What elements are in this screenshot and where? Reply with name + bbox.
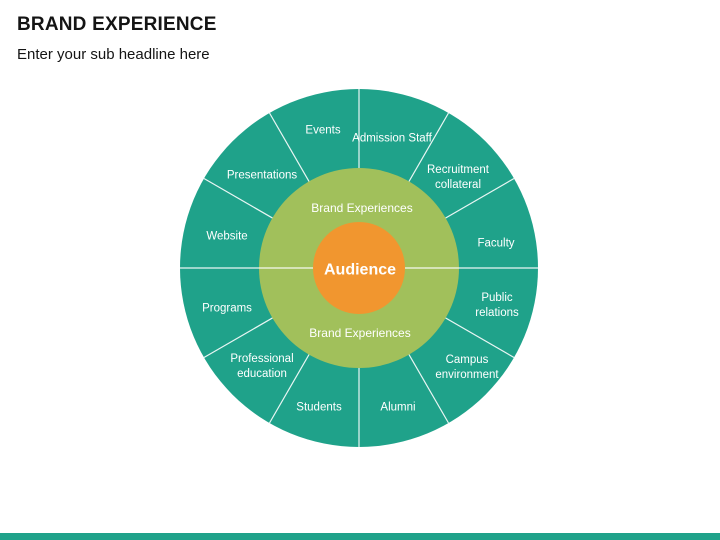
slide-title: BRAND EXPERIENCE	[17, 14, 217, 35]
segment-label-professional-education: Professional education	[230, 353, 294, 380]
segment-label-events: Events	[305, 124, 341, 137]
segment-label-recruitment-collateral: Recruitment collateral	[427, 164, 489, 191]
segment-label-faculty: Faculty	[477, 237, 515, 250]
inner-ring-label-bottom: Brand Experiences	[309, 326, 411, 341]
segment-label-programs: Programs	[202, 302, 252, 315]
inner-ring-label-top: Brand Experiences	[311, 201, 413, 216]
footer-accent-bar	[0, 533, 720, 540]
segment-label-public-relations: Public relations	[475, 292, 519, 319]
center-circle	[313, 222, 405, 314]
slide-subtitle: Enter your sub headline here	[17, 46, 210, 63]
center-label-audience: Audience	[323, 261, 397, 279]
segment-label-admission-staff: Admission Staff	[352, 132, 432, 145]
segment-label-alumni: Alumni	[380, 401, 416, 414]
segment-label-website: Website	[206, 230, 248, 243]
segment-label-presentations: Presentations	[226, 169, 298, 182]
segment-label-students: Students	[296, 401, 342, 414]
segment-label-campus-environment: Campus environment	[435, 354, 499, 381]
